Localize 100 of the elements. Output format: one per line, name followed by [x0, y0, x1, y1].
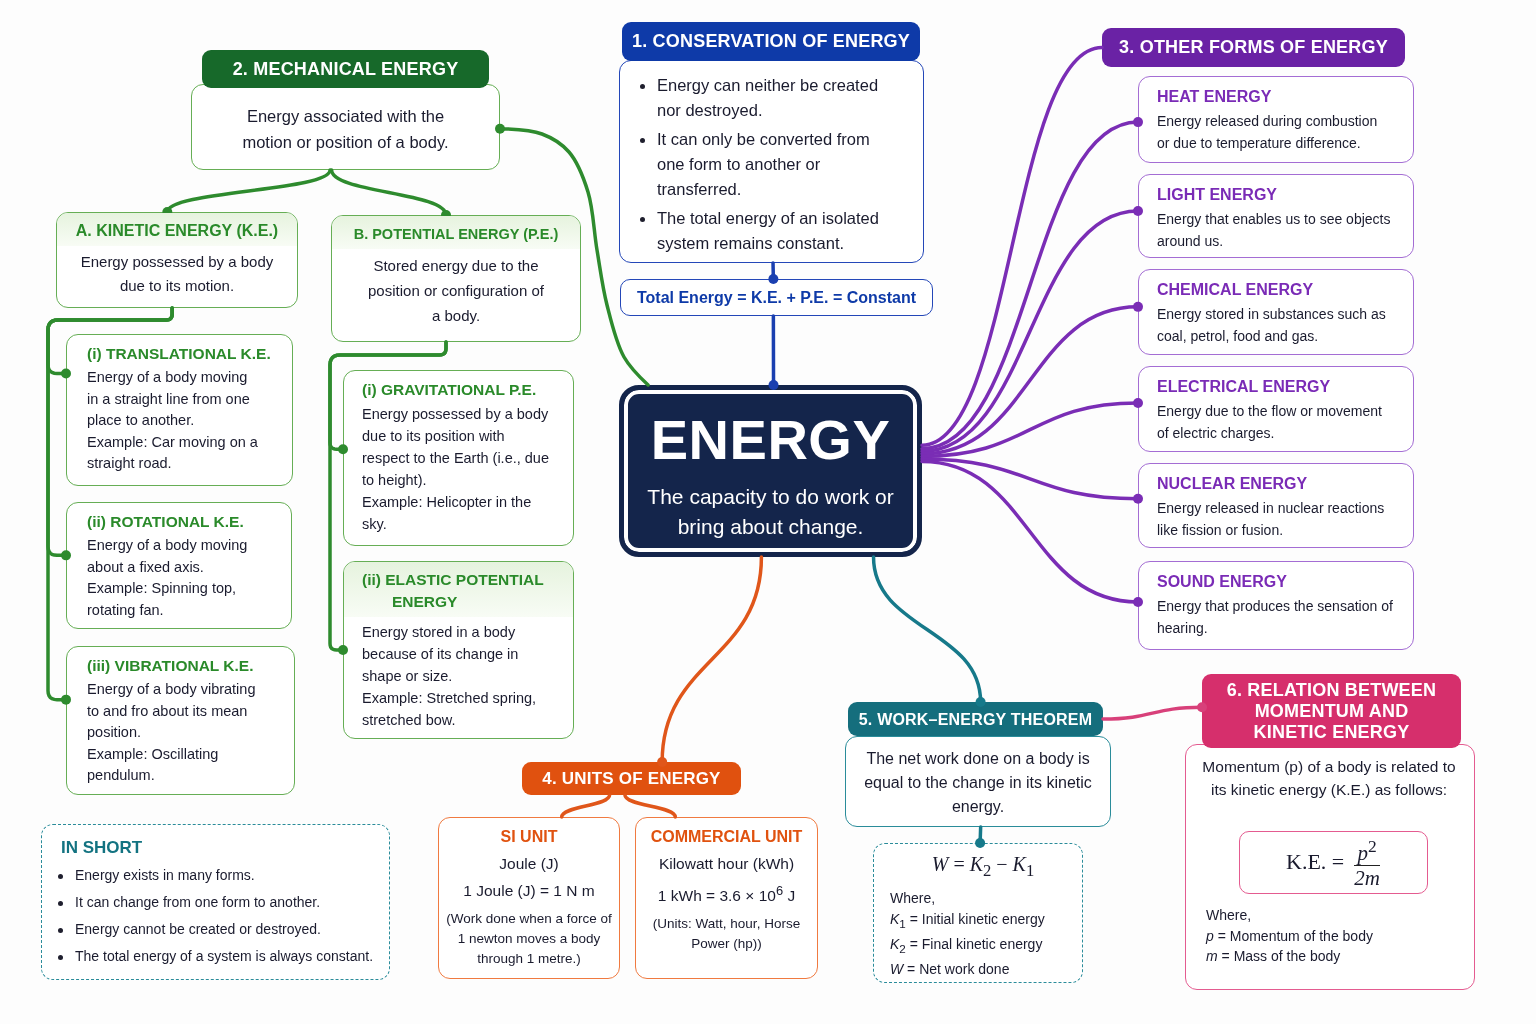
card-heading: HEAT ENERGY — [1157, 87, 1273, 107]
branch-connector — [328, 340, 448, 655]
topic-definition: The capacity to do work or bring about change. — [646, 484, 895, 540]
topic-card — [1138, 366, 1414, 452]
description-text: Energy that enables us to see objects around us. — [1157, 210, 1392, 251]
topic-card — [56, 212, 298, 308]
topic-card — [66, 334, 293, 486]
where-label: Where, — [890, 889, 937, 908]
branch-connector — [920, 205, 1143, 453]
where-label: Where, — [1206, 906, 1253, 925]
branch-connector — [920, 301, 1143, 456]
card-heading: LIGHT ENERGY — [1157, 185, 1278, 205]
topic-card — [66, 646, 295, 795]
section-heading: 6. RELATION BETWEEN MOMENTUM AND KINETIC ENERGY — [1225, 679, 1438, 743]
description-text: Energy of a body moving about a fixed axis. — [87, 536, 249, 577]
card-heading: SI UNIT — [499, 827, 559, 847]
note-text: (Work done when a force of 1 newton moves a body through 1 metre.) — [445, 910, 613, 968]
topic-card — [1138, 269, 1414, 355]
description-text: Energy released during combustion or due to temperature difference. — [1157, 112, 1379, 153]
section-heading: 2. MECHANICAL ENERGY — [232, 58, 459, 80]
info-box — [1185, 744, 1475, 990]
central-topic-box — [619, 385, 922, 557]
branch-connector — [975, 825, 986, 848]
card-heading: A. KINETIC ENERGY (K.E.) — [57, 213, 297, 246]
section-header-tab — [1202, 674, 1461, 748]
bullet-text: Energy cannot be created or destroyed. — [75, 920, 321, 939]
bullet-text: It can only be converted from one form to another or transferred. — [657, 129, 871, 200]
example-text: Example: Stretched spring, stretched bow. — [362, 689, 538, 730]
unit-text: 1 kWh = 3.6 × 10$^{6}$ J — [656, 882, 797, 907]
description-text: Momentum (p) of a body is related to its kinetic energy (K.E.) as follows: — [1201, 757, 1457, 800]
section-heading: 3. OTHER FORMS OF ENERGY — [1119, 37, 1388, 58]
bullet-text: The total energy of an isolated system remains constant. — [657, 208, 880, 254]
bullet-text: Energy can neither be created nor destroyed. — [657, 75, 880, 121]
card-heading: B. POTENTIAL ENERGY (P.E.) — [332, 216, 580, 249]
card-heading: NUCLEAR ENERGY — [1157, 474, 1309, 494]
unit-text: Joule (J) — [498, 854, 560, 874]
topic-card — [1138, 174, 1414, 258]
fraction-denominator: 2m — [1354, 866, 1380, 891]
description-text: Energy possessed by a body due to its motion. — [79, 252, 275, 296]
branch-connector — [657, 555, 764, 767]
example-text: Example: Car moving on a straight road. — [87, 432, 259, 473]
variable-definition: W = Net work done — [890, 959, 1011, 979]
branch-connector — [1101, 702, 1207, 721]
branch-connector — [920, 459, 1143, 607]
branch-connector — [768, 261, 779, 284]
description-text: Stored energy due to the position or configuration of a body. — [367, 256, 545, 326]
info-box — [191, 84, 500, 170]
description-text: Energy stored in substances such as coal, petrol, food and gas. — [1157, 305, 1387, 346]
topic-card — [343, 561, 574, 739]
card-heading: SOUND ENERGY — [1157, 572, 1288, 592]
unit-text: Kilowatt hour (kWh) — [657, 854, 796, 874]
description-text: Energy of a body vibrating to and fro about its mean position. — [87, 680, 257, 742]
topic-card — [331, 215, 581, 342]
branch-connector — [495, 123, 650, 387]
topic-card — [343, 370, 574, 546]
bullet-text: It can change from one form to another. — [75, 893, 321, 912]
description-text: Energy possessed by a body due to its position with respect to the Earth (i.e., due to height). — [362, 405, 550, 490]
topic-card — [66, 502, 292, 629]
variable-definition: K$_{2}$ = Final kinetic energy — [890, 934, 1044, 957]
description-text: Energy due to the flow or movement of electric charges. — [1157, 402, 1383, 443]
card-heading: IN SHORT — [61, 837, 144, 859]
branch-connector — [920, 45, 1104, 447]
formula-text: K.E. = — [1286, 849, 1345, 875]
description-text: Energy released in nuclear reactions like fission or fusion. — [1157, 499, 1386, 540]
topic-card — [1138, 463, 1414, 548]
example-text: Example: Spinning top, rotating fan. — [87, 579, 238, 620]
description-text: The net work done on a body is equal to the change in its kinetic energy. — [863, 749, 1093, 817]
info-box — [619, 60, 924, 263]
topic-card — [1138, 561, 1414, 650]
branch-connector — [46, 306, 174, 705]
branch-connector — [560, 793, 612, 819]
formula-box — [873, 843, 1083, 983]
formula-text: Total Energy = K.E. + P.E. = Constant — [636, 288, 916, 307]
unit-card — [635, 817, 818, 979]
bullet-text: Energy exists in many forms. — [75, 866, 255, 885]
example-text: Example: Oscillating pendulum. — [87, 744, 220, 785]
topic-title: ENERGY — [649, 408, 892, 472]
branch-connector — [623, 793, 677, 819]
section-header-tab — [1102, 28, 1405, 67]
section-header-tab — [522, 762, 741, 795]
card-heading: (i) TRANSLATIONAL K.E. — [87, 344, 272, 364]
section-heading: 1. CONSERVATION OF ENERGY — [631, 31, 910, 52]
card-heading: (iii) VIBRATIONAL K.E. — [87, 656, 255, 676]
section-header-tab — [202, 50, 489, 88]
card-heading: (ii) ELASTIC POTENTIAL ENERGY — [344, 562, 573, 617]
unit-card — [438, 817, 620, 979]
description-text: Energy associated with the motion or position of a body. — [241, 106, 450, 153]
branch-connector — [920, 457, 1143, 504]
card-heading: ELECTRICAL ENERGY — [1157, 377, 1332, 397]
example-text: Example: Helicopter in the sky. — [362, 493, 533, 534]
section-heading: 5. WORK–ENERGY THEOREM — [858, 709, 1093, 730]
summary-box — [41, 824, 390, 980]
topic-card — [1138, 76, 1414, 163]
formula-box — [620, 279, 933, 316]
card-heading: COMMERCIAL UNIT — [649, 827, 804, 847]
variable-definition: p = Momentum of the body — [1206, 927, 1374, 946]
fraction-numerator: p$^{2}$ — [1355, 834, 1378, 865]
variable-definition: m = Mass of the body — [1206, 947, 1342, 966]
section-heading: 4. UNITS OF ENERGY — [542, 768, 721, 789]
description-text: Energy that produces the sensation of hearing. — [1157, 597, 1393, 638]
